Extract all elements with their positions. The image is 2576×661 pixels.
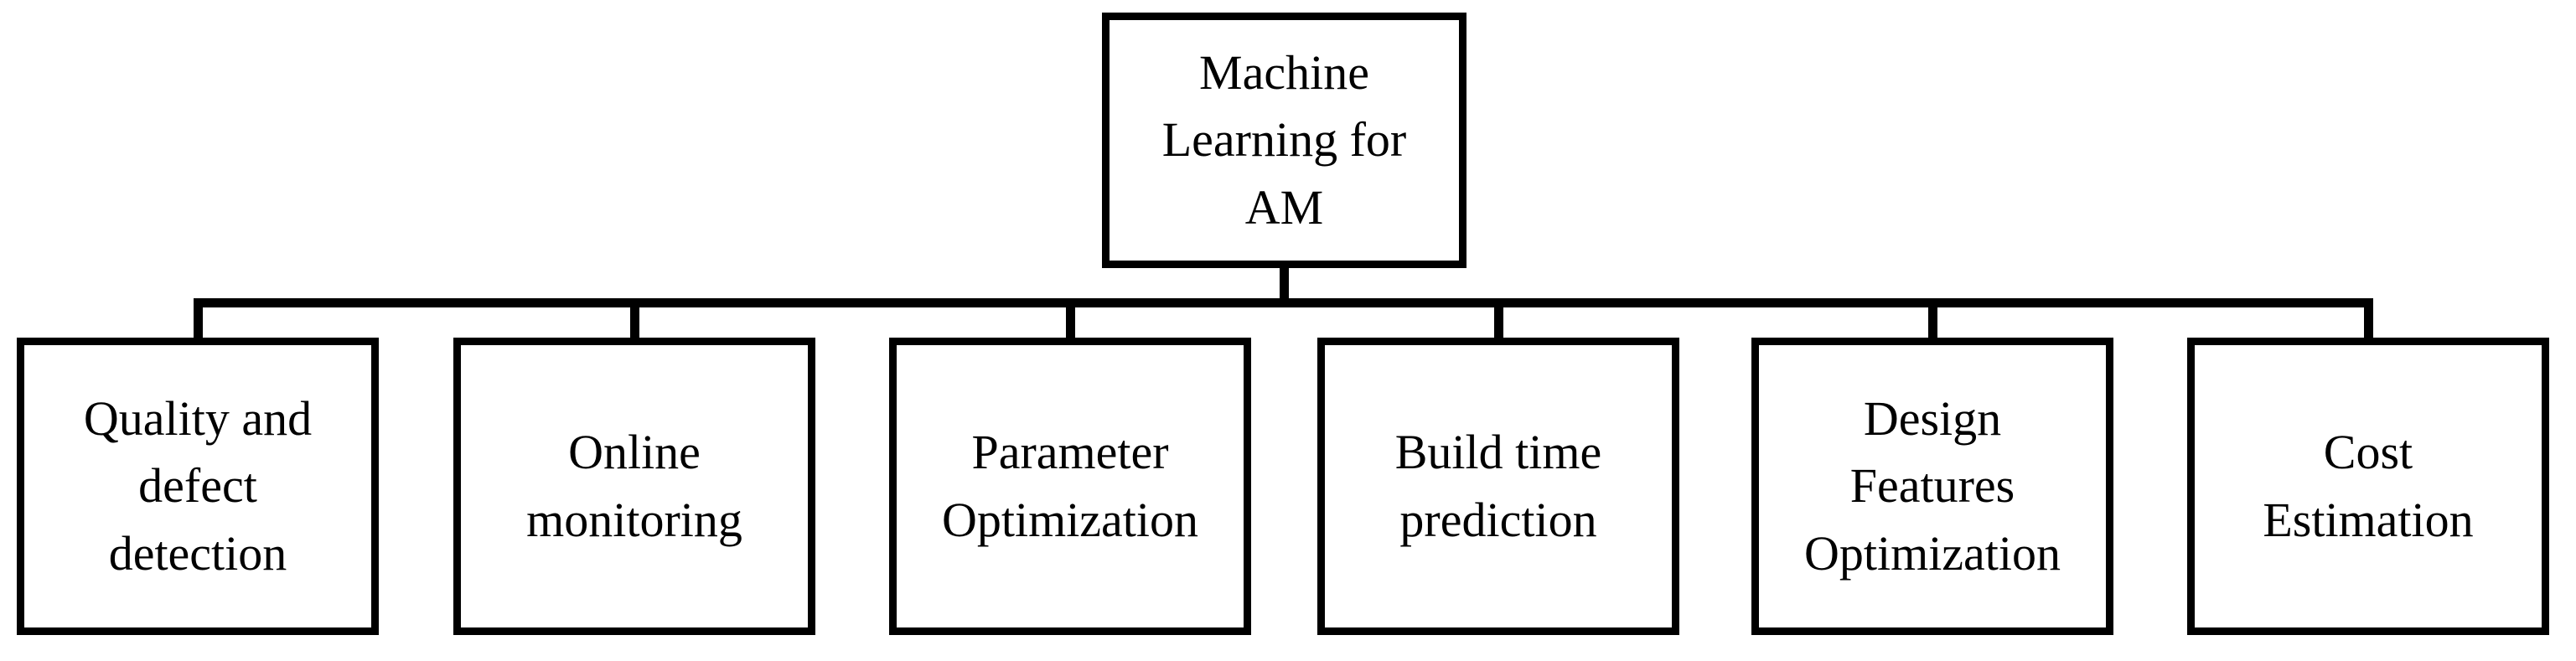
connector-horizontal-bar [194,298,2373,307]
node-parameter-optimization: Parameter Optimization [889,338,1251,635]
node-parameter-optimization-label: Parameter Optimization [941,425,1199,547]
connector-drop-design-features-optimization [1928,302,1937,340]
connector-drop-quality-defect-detection [194,302,203,340]
node-design-features-optimization: Design Features Optimization [1751,338,2113,635]
node-online-monitoring: Online monitoring [453,338,815,635]
node-machine-learning-for-am: Machine Learning for AM [1102,13,1466,268]
node-build-time-prediction-label: Build time prediction [1394,425,1602,547]
node-build-time-prediction: Build time prediction [1317,338,1679,635]
node-quality-defect-detection: Quality and defect detection [17,338,379,635]
connector-root-stem [1280,265,1289,307]
node-cost-estimation: Cost Estimation [2187,338,2549,635]
node-design-features-optimization-label: Design Features Optimization [1803,391,2061,581]
node-machine-learning-for-am-label: Machine Learning for AM [1161,45,1407,235]
node-quality-defect-detection-label: Quality and defect detection [83,391,313,581]
connector-drop-parameter-optimization [1066,302,1075,340]
node-cost-estimation-label: Cost Estimation [2263,425,2474,547]
node-online-monitoring-label: Online monitoring [526,425,742,547]
connector-drop-cost-estimation [2364,302,2373,340]
connector-drop-online-monitoring [630,302,639,340]
connector-drop-build-time-prediction [1494,302,1503,340]
